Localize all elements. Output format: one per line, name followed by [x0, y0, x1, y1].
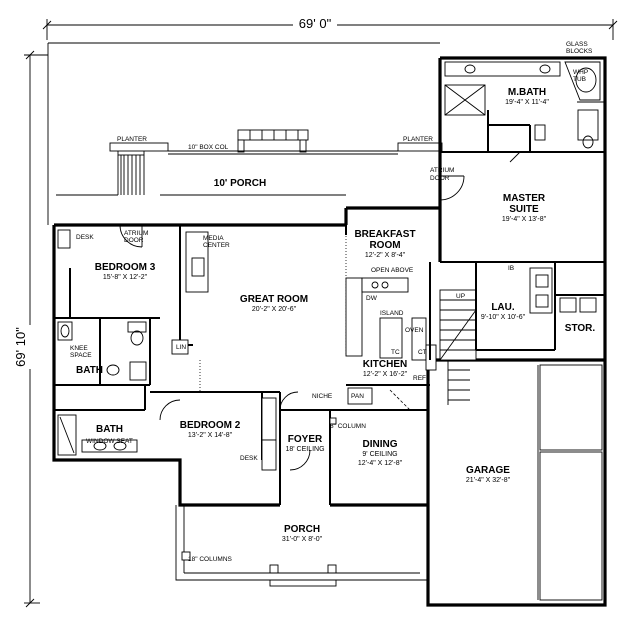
breakfast-kitchen: OPEN ABOVE DW ISLAND OVEN TC CT REF PAN …: [312, 225, 437, 430]
master-suite: ATRIUM DOOR MASTER SUITE 19'-4" X 13'-8": [430, 167, 605, 263]
bedroom2: DESK BEDROOM 2 13'-2" X 14'-8": [144, 385, 281, 505]
foyer: FOYER 18' CEILING: [279, 391, 331, 505]
whp-tub-label-1: WHP: [573, 69, 588, 76]
breakfast-label-2: ROOM: [369, 240, 400, 251]
columns-front-label: 18" COLUMNS: [188, 556, 233, 563]
m-bath-label: M.BATH: [508, 87, 546, 98]
great-room-size: 20'-2" X 20'-6": [252, 306, 297, 313]
media-center-label-2: CENTER: [203, 242, 230, 249]
master-suite-size: 19'-4" X 13'-8": [502, 216, 547, 223]
bath-lower: BATH WINDOW SEAT: [54, 409, 145, 456]
stairs: UP: [439, 289, 477, 405]
atrium-master-label-2: DOOR: [430, 175, 450, 182]
stor-label: STOR.: [565, 323, 596, 334]
rear-porch: PLANTER PLANTER 10" BOX COL 10' PORCH: [47, 42, 443, 225]
glass-blocks-label-1: GLASS: [566, 41, 588, 48]
breakfast-size: 12'-2" X 8'-4": [365, 252, 406, 259]
open-above-label: OPEN ABOVE: [371, 267, 414, 274]
great-room: MEDIA CENTER LIN GREAT ROOM 20'-2" X 20'…: [171, 230, 347, 392]
bedroom3: DESK ATRIUM DOOR BEDROOM 3 15'-8" X 12'-…: [54, 224, 181, 345]
kitchen-label: KITCHEN: [363, 359, 407, 370]
island-label: ISLAND: [380, 310, 404, 317]
bath-lower-label: BATH: [96, 424, 123, 435]
foyer-label: FOYER: [288, 434, 323, 445]
foyer-ceiling: 18' CEILING: [285, 446, 324, 453]
master-bath: GLASS BLOCKS WHP TUB M.BATH 19'-4" X 11'…: [440, 41, 605, 163]
dining: DINING 9' CEILING 12'-4" X 12'-8": [329, 409, 428, 467]
garage-size: 21'-4" X 32'-8": [466, 477, 511, 484]
depth-dimension-label: 69' 10": [13, 327, 28, 367]
rear-porch-label: 10' PORCH: [214, 178, 266, 189]
atrium-bed3-label-2: DOOR: [124, 237, 144, 244]
knee-space-label-1: KNEE: [70, 345, 88, 352]
master-suite-label-2: SUITE: [509, 204, 539, 215]
glass-blocks-label-2: BLOCKS: [566, 48, 593, 55]
front-porch-label: PORCH: [284, 524, 320, 535]
lau-size: 9'-10" X 10'-6": [481, 314, 526, 321]
dining-ceiling: 9' CEILING: [362, 451, 397, 458]
bedroom3-label: BEDROOM 3: [95, 262, 156, 273]
lau-label: LAU.: [491, 302, 515, 313]
whp-tub-label-2: TUB: [573, 76, 586, 83]
ref-label: REF: [413, 375, 426, 382]
laundry: IB LAU. 9'-10" X 10'-6": [475, 261, 556, 351]
desk-bed2-label: DESK: [240, 455, 258, 462]
breakfast-label-1: BREAKFAST: [354, 229, 415, 240]
atrium-bed3-label-1: ATRIUM: [124, 230, 148, 237]
up-label: UP: [456, 293, 465, 300]
front-porch-size: 31'-0" X 8'-0": [282, 536, 323, 543]
desk-bed3-label: DESK: [76, 234, 94, 241]
dining-label: DINING: [363, 439, 398, 450]
garage-label: GARAGE: [466, 465, 510, 476]
dining-size: 12'-4" X 12'-8": [358, 460, 403, 467]
pan-label: PAN: [351, 393, 364, 400]
lin-label: LIN: [176, 344, 186, 351]
box-col-label: 10" BOX COL: [188, 144, 229, 151]
great-room-label: GREAT ROOM: [240, 294, 308, 305]
garage: GARAGE 21'-4" X 32'-8": [466, 364, 603, 601]
dw-label: DW: [366, 295, 378, 302]
bedroom2-size: 13'-2" X 14'-8": [188, 432, 233, 439]
tc-label: TC: [391, 349, 400, 356]
master-suite-label-1: MASTER: [503, 193, 546, 204]
niche-label: NICHE: [312, 393, 333, 400]
atrium-master-label-1: ATRIUM: [430, 167, 454, 174]
ib-label: IB: [508, 265, 514, 272]
kitchen-size: 12'-2" X 16'-2": [363, 371, 408, 378]
bath-upper: KNEE SPACE BATH: [54, 318, 151, 386]
width-dimension: 69' 0": [42, 14, 618, 40]
storage: STOR.: [555, 294, 605, 334]
bath-upper-label: BATH: [76, 365, 103, 376]
planter-right-label: PLANTER: [403, 136, 433, 143]
front-porch: PORCH 31'-0" X 8'-0" 18" COLUMNS: [175, 505, 428, 587]
width-dimension-label: 69' 0": [299, 16, 332, 31]
ct-label: CT: [418, 349, 427, 356]
bedroom2-label: BEDROOM 2: [180, 420, 241, 431]
planter-left-label: PLANTER: [117, 136, 147, 143]
knee-space-label-2: SPACE: [70, 352, 92, 359]
depth-dimension: 69' 10": [12, 50, 48, 608]
m-bath-size: 19'-4" X 11'-4": [505, 99, 549, 106]
oven-label: OVEN: [405, 327, 424, 334]
column-label: 8" COLUMN: [330, 423, 366, 430]
window-seat-label: WINDOW SEAT: [86, 438, 133, 445]
bedroom3-size: 15'-8" X 12'-2": [103, 274, 148, 281]
media-center-label-1: MEDIA: [203, 235, 224, 242]
